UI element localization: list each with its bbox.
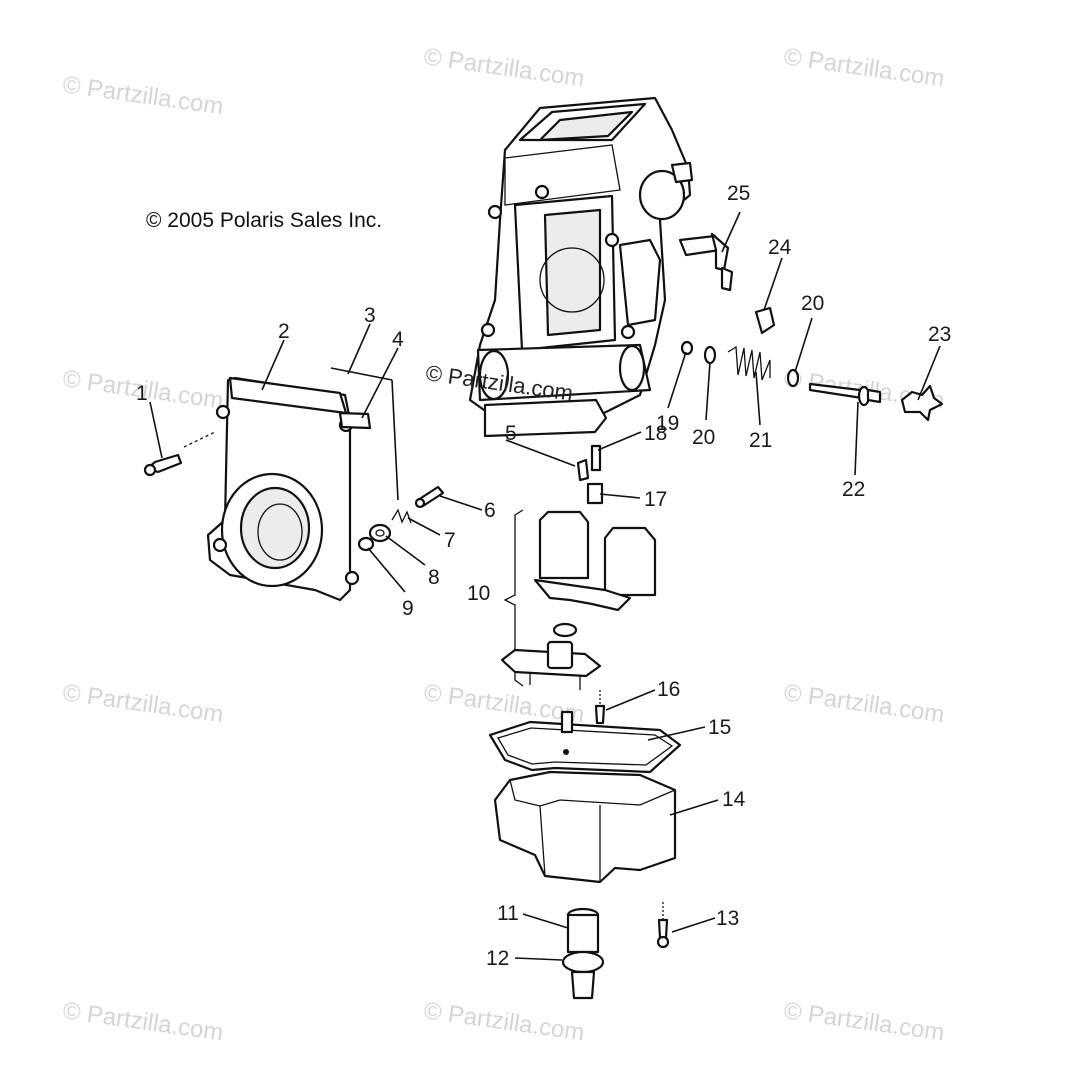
float-bowl-item-14	[493, 770, 677, 884]
fitting-item-25	[678, 232, 734, 292]
callout-10: 10	[467, 582, 490, 605]
callout-15: 15	[708, 716, 731, 739]
callout-7: 7	[444, 529, 456, 552]
callout-3: 3	[364, 304, 376, 327]
spring-item-21	[727, 345, 771, 381]
callout-8: 8	[428, 566, 440, 589]
knob-item-23	[900, 384, 944, 422]
callout-25: 25	[727, 182, 750, 205]
callout-21: 21	[749, 429, 772, 452]
watermark: © Partzilla.com	[61, 71, 225, 120]
jet-item-17	[586, 482, 604, 505]
rod-item-4	[391, 379, 399, 501]
oring-item-9	[357, 536, 375, 552]
callout-20a: 20	[692, 426, 715, 449]
callout-18: 18	[644, 422, 667, 445]
screw-item-13	[656, 902, 670, 949]
callout-24: 24	[768, 236, 792, 259]
callout-19: 19	[656, 412, 679, 435]
drain-item-11-12	[561, 907, 605, 1000]
callout-16: 16	[657, 678, 680, 701]
watermark: © Partzilla.com	[782, 43, 946, 92]
jet-item-18	[590, 444, 602, 472]
copyright-text: © 2005 Polaris Sales Inc.	[146, 209, 382, 232]
callout-6: 6	[484, 499, 496, 522]
callout-5: 5	[505, 422, 517, 445]
cap-item-24	[754, 306, 776, 335]
callout-17: 17	[644, 488, 667, 511]
callout-12: 12	[486, 947, 509, 970]
needle-item-22	[808, 382, 882, 407]
washer-item-20a	[703, 345, 717, 365]
callout-20b: 20	[801, 292, 824, 315]
callout-14: 14	[722, 788, 746, 811]
watermark: © Partzilla.com	[782, 679, 946, 728]
float-assembly-item-10	[500, 509, 657, 690]
watermark: © Partzilla.com	[61, 997, 225, 1046]
callout-11: 11	[497, 902, 519, 925]
washer-item-8	[368, 523, 392, 543]
screw-item-6	[414, 485, 445, 509]
gasket-item-15	[488, 710, 682, 774]
watermark: © Partzilla.com	[782, 997, 946, 1046]
callout-1: 1	[136, 382, 148, 405]
washer-item-20b	[786, 368, 800, 388]
callout-13: 13	[716, 907, 739, 930]
watermark: © Partzilla.com	[422, 43, 586, 92]
screw-item-1	[143, 431, 216, 477]
oring-item-19	[680, 340, 694, 356]
cover-plate	[206, 376, 372, 602]
callout-labels: 1 2 3 4 5 6 7 8 9 10 11 12 13 14 15 16 1…	[136, 182, 951, 970]
callout-4: 4	[392, 328, 404, 351]
callout-2: 2	[278, 320, 290, 343]
spring-item-7	[391, 508, 412, 524]
callout-9: 9	[402, 597, 414, 620]
watermark: © Partzilla.com	[61, 679, 225, 728]
leader-lines	[149, 211, 941, 961]
callout-22: 22	[842, 478, 865, 501]
callout-23: 23	[928, 323, 951, 346]
carburetor-body	[468, 96, 694, 438]
watermark: © Partzilla.com	[422, 997, 586, 1046]
screw-item-16	[594, 690, 606, 725]
jet-item-5	[576, 458, 590, 482]
